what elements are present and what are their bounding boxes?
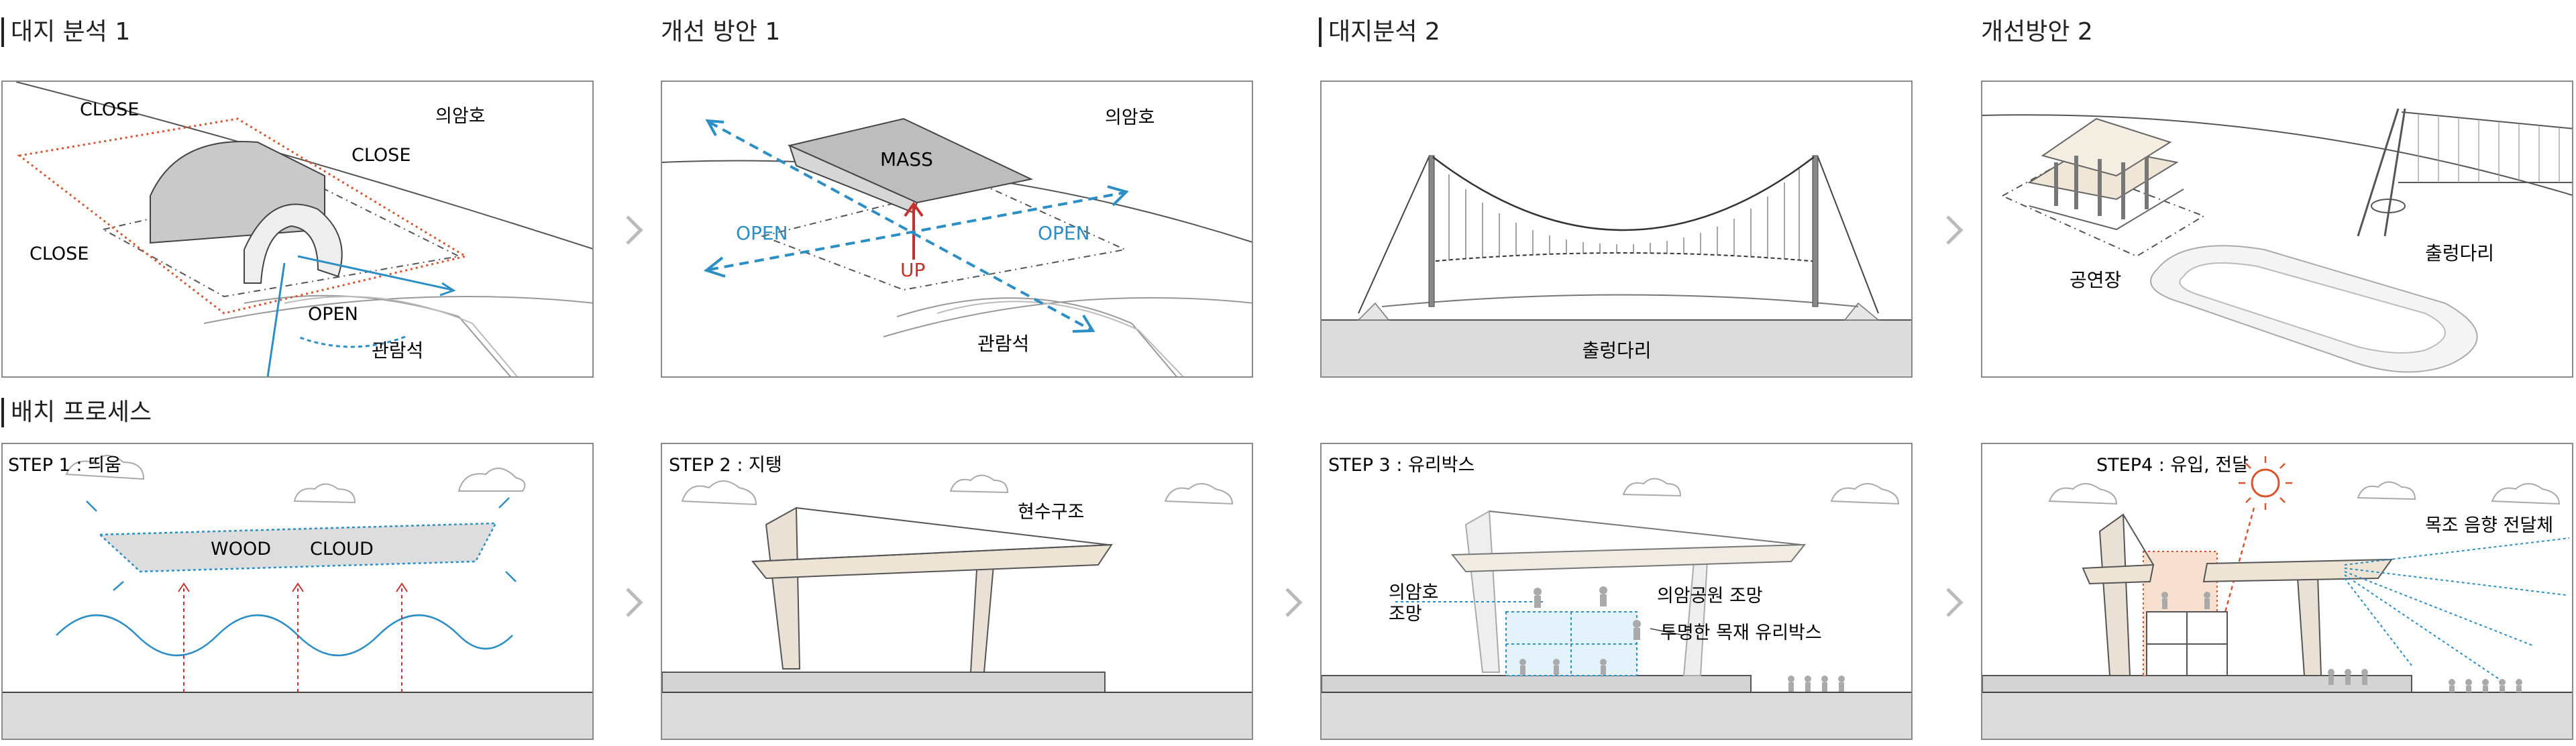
step-4-diagram: STEP4 : 유입, 전달 목조 음향 전달체 [1982,455,2572,739]
step-1-diagram: STEP 1 : 띄움 WOOD CLOUD [3,455,592,739]
chevron-right-icon [1285,588,1303,617]
label-lake-view-2: 조망 [1389,604,1422,625]
improvement-2-diagram: 공연장 출렁다리 [1982,108,2572,373]
panel-step-4: STEP4 : 유입, 전달 목조 음향 전달체 [1981,443,2573,740]
label-open: OPEN [308,304,358,325]
site-analysis-2-diagram: 출렁다리 [1322,155,1911,376]
label-cloud: CLOUD [310,539,374,560]
label-bridge: 출렁다리 [1582,339,1651,362]
label-step: STEP 3 : 유리박스 [1328,455,1474,476]
label-close-top: CLOSE [80,99,139,120]
label-lake-view-1: 의암호 [1389,582,1439,603]
chevron-right-icon [626,588,643,617]
label-open-right: OPEN [1038,222,1090,244]
step-3-diagram: STEP 3 : 유리박스 의암호 조망 의암공원 조망 투명한 목재 유리박스 [1322,455,1911,739]
label-bridge: 출렁다리 [2425,242,2494,264]
label-mass: MASS [880,148,933,170]
heading-site-analysis-2: 대지분석 2 [1319,17,1440,47]
label-glass-box: 투명한 목재 유리박스 [1660,623,1822,643]
label-seating: 관람석 [977,333,1029,355]
improvement-1-diagram: MASS OPEN OPEN UP 의암호 관람석 [662,107,1252,376]
heading-improvement-2: 개선방안 2 [1981,18,2093,46]
chevron-right-icon [1946,215,1964,245]
label-step: STEP4 : 유입, 전달 [2096,455,2249,476]
label-step: STEP 2 : 지탱 [669,455,782,476]
label-suspension: 현수구조 [1018,502,1084,523]
panel-step-1: STEP 1 : 띄움 WOOD CLOUD [1,443,594,740]
heading-improvement-1: 개선 방안 1 [661,18,781,46]
label-close-left: CLOSE [30,244,89,264]
label-wood: WOOD [211,539,271,560]
label-transmitter: 목조 음향 전달체 [2425,515,2553,536]
panel-site-analysis-1: CLOSE CLOSE CLOSE OPEN 의암호 관람석 [1,81,594,378]
label-lake: 의암호 [435,106,486,127]
step-2-diagram: STEP 2 : 지탱 현수구조 [662,455,1252,739]
label-open-left: OPEN [736,222,788,244]
label-seating: 관람석 [372,339,423,362]
label-close-right: CLOSE [352,145,411,166]
heading-site-analysis-1: 대지 분석 1 [1,17,130,47]
label-up: UP [900,259,925,281]
panel-site-analysis-2: 출렁다리 [1320,81,1913,378]
label-step: STEP 1 : 띄움 [8,455,121,476]
heading-layout-process: 배치 프로세스 [1,398,152,427]
chevron-right-icon [626,215,643,245]
chevron-right-icon [1946,588,1964,617]
label-stage: 공연장 [2070,269,2121,291]
label-park-view: 의암공원 조망 [1657,586,1763,606]
panel-improvement-2: 공연장 출렁다리 [1981,81,2573,378]
site-analysis-1-diagram: CLOSE CLOSE CLOSE OPEN 의암호 관람석 [15,82,592,376]
panel-step-3: STEP 3 : 유리박스 의암호 조망 의암공원 조망 투명한 목재 유리박스 [1320,443,1913,740]
panel-step-2: STEP 2 : 지탱 현수구조 [661,443,1253,740]
label-lake: 의암호 [1105,107,1155,128]
panel-improvement-1: MASS OPEN OPEN UP 의암호 관람석 [661,81,1253,378]
